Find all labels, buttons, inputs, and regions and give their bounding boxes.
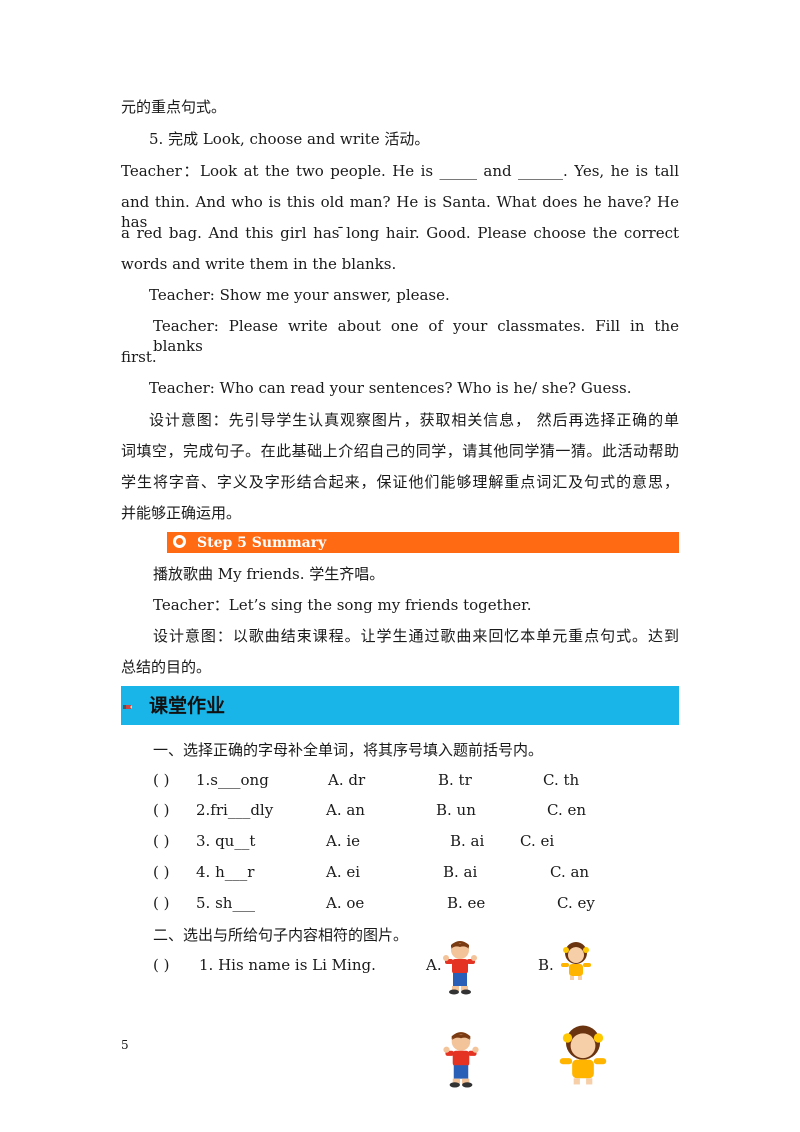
question: 1.s___ong [196, 771, 269, 789]
answer-paren[interactable]: ( ) [153, 832, 170, 850]
design-intent-line: 总结的目的。 [121, 658, 212, 676]
design-intent-line: 学生将字音、字义及字形结合起来，保证他们能够理解重点词汇及句式的意思， [121, 473, 679, 491]
summary-line: 播放歌曲 My friends. 学生齐唱。 [153, 565, 385, 583]
answer-paren[interactable]: ( ) [153, 801, 170, 819]
teacher-line: first. [121, 348, 157, 366]
bullet-circle-icon [173, 535, 186, 548]
option-a: A. [426, 956, 442, 974]
option-b: B. ee [447, 894, 486, 912]
answer-paren[interactable]: ( ) [153, 894, 170, 912]
teacher-line: words and write them in the blanks. [121, 255, 397, 273]
option-c: C. ei [520, 832, 555, 850]
paragraph-tail: 元的重点句式。 [121, 98, 227, 116]
teacher-line: Teacher: Show me your answer, please. [149, 286, 450, 304]
girl-picture-small [561, 942, 591, 980]
teacher-line: Teacher: Who can read your sentences? Wh… [149, 379, 632, 397]
option-c: C. ey [557, 894, 595, 912]
answer-paren[interactable]: ( ) [153, 863, 170, 881]
design-intent-line: 设计意图：以歌曲结束课程。让学生通过歌曲来回忆本单元重点句式。达到 [153, 627, 679, 645]
option-a: A. dr [328, 771, 366, 789]
teacher-line: and thin. And who is this old man? He is… [121, 193, 679, 231]
answer-paren[interactable]: ( ) [153, 956, 170, 974]
step-5-heading: Step 5 Summary [197, 535, 327, 551]
option-b: B. ai [443, 863, 478, 881]
option-a: A. an [326, 801, 365, 819]
question: 3. qu__t [196, 832, 256, 850]
option-b: B. [538, 956, 554, 974]
exercise-title: 二、选出与所给句子内容相符的图片。 [153, 926, 409, 944]
option-a: A. oe [326, 894, 365, 912]
step-5-heading-bar: Step 5 Summary [167, 532, 679, 553]
activity-item-5: 5. 完成 Look, choose and write 活动。 [149, 130, 430, 148]
design-intent-line: 并能够正确运用。 [121, 504, 242, 522]
homework-heading-bar: 课堂作业 [121, 686, 679, 725]
teacher-line: a red bag. And this girl has ̄long hair.… [121, 224, 679, 242]
exercise-title: 一、选择正确的字母补全单词，将其序号填入题前括号内。 [153, 741, 544, 759]
question: 2.fri___dly [196, 801, 274, 819]
option-b: B. tr [438, 771, 472, 789]
design-intent-line: 词填空，完成句子。在此基础上介绍自己的同学，请其他同学猜一猜。此活动帮助 [121, 442, 679, 460]
answer-paren[interactable]: ( ) [153, 771, 170, 789]
pencil-icon [123, 705, 132, 709]
boy-picture-small [443, 941, 477, 995]
option-b: B. ai [450, 832, 485, 850]
option-b: B. un [436, 801, 476, 819]
teacher-line: Teacher：Look at the two people. He is __… [121, 162, 679, 180]
girl-picture-large [559, 1025, 607, 1085]
option-a: A. ei [326, 863, 361, 881]
question: 4. h___r [196, 863, 255, 881]
boy-picture-large [443, 1032, 479, 1088]
option-c: C. an [550, 863, 590, 881]
page-number: 5 [121, 1038, 129, 1052]
option-c: C. en [547, 801, 587, 819]
option-c: C. th [543, 771, 580, 789]
teacher-line: Teacher: Please write about one of your … [153, 317, 679, 355]
question: 1. His name is Li Ming. [199, 956, 376, 974]
design-intent-line: 设计意图：先引导学生认真观察图片，获取相关信息， 然后再选择正确的单 [149, 411, 679, 429]
homework-heading: 课堂作业 [149, 695, 226, 717]
question: 5. sh___ [196, 894, 255, 912]
option-a: A. ie [326, 832, 361, 850]
summary-line: Teacher：Let’s sing the song my friends t… [153, 596, 532, 614]
